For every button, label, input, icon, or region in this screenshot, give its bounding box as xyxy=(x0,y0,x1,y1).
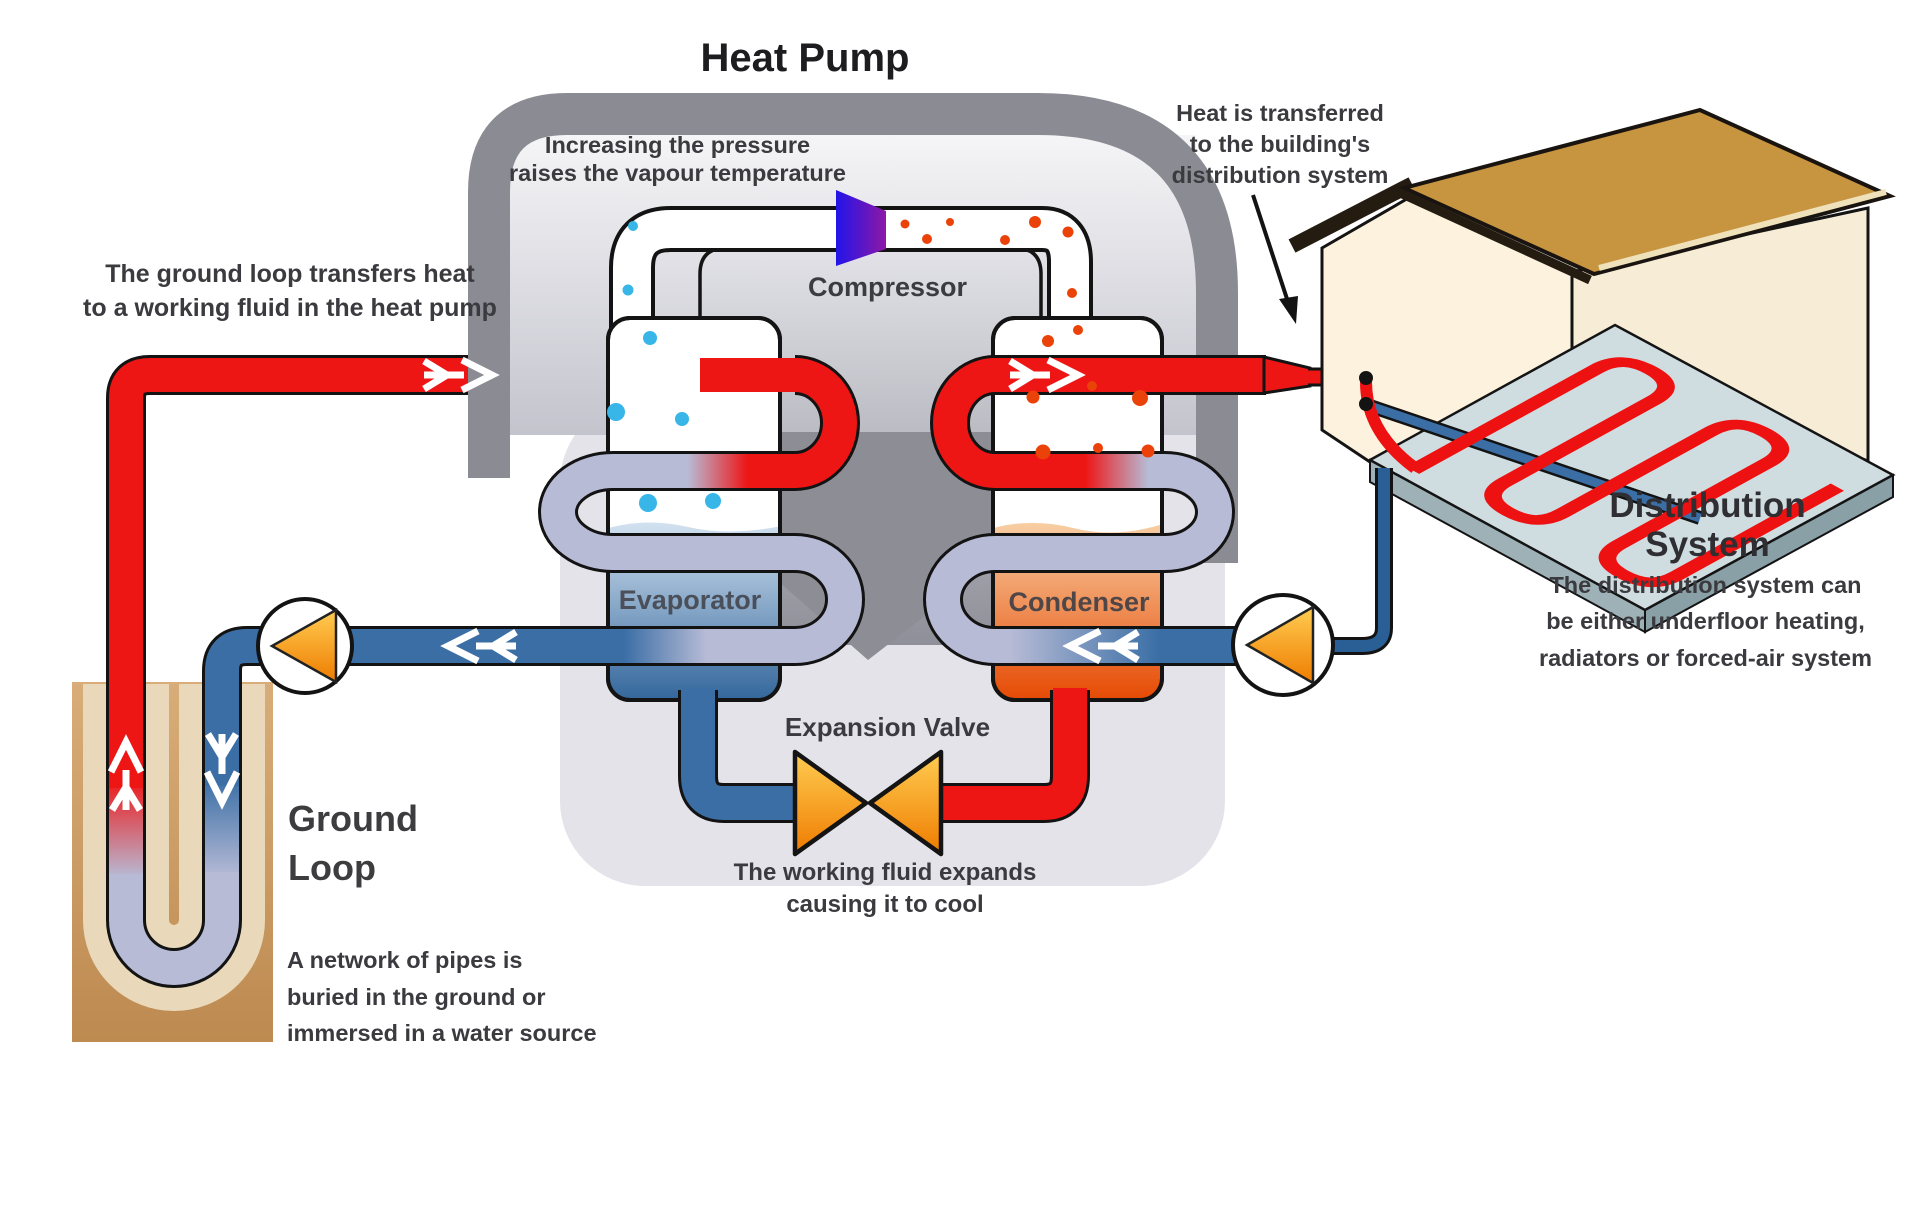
hot-vapour-droplets xyxy=(900,216,1155,460)
house-roof xyxy=(1398,107,1896,277)
evaporator-coil xyxy=(538,355,865,666)
return-connection-dot xyxy=(1359,397,1373,411)
roof-fascia xyxy=(1598,189,1887,271)
ground-loop-label: Ground Loop xyxy=(288,798,418,888)
expansion-valve-label: Expansion Valve xyxy=(784,712,991,742)
ground-pump-icon xyxy=(256,597,354,695)
floor-slab xyxy=(1367,323,1896,612)
house-return-pipe xyxy=(1330,468,1393,655)
evaporator-label: Evaporator xyxy=(618,585,762,615)
pressure-note: Increasing the pressure raises the vapou… xyxy=(509,132,846,186)
refrigerant-pipe xyxy=(609,206,1093,335)
expansion-note: The working fluid expands causing it to … xyxy=(733,859,1037,919)
ground-loop-pipe xyxy=(106,355,800,988)
compressor-icon xyxy=(836,190,886,266)
supply-connection-dot xyxy=(1359,371,1373,385)
annotation-arrow xyxy=(1251,194,1298,324)
ground-pipes-note: A network of pipes is buried in the grou… xyxy=(287,947,597,1047)
roof-bargeboard xyxy=(1288,177,1416,253)
expansion-valve-icon xyxy=(792,749,944,857)
expansion-pipes xyxy=(678,688,1090,823)
condenser-label: Condenser xyxy=(1008,587,1150,617)
compressor-label: Compressor xyxy=(807,272,968,302)
ground-transfer-note: The ground loop transfers heat to a work… xyxy=(83,260,497,322)
diagram-title: Heat Pump xyxy=(700,36,910,80)
vapour-bubbles xyxy=(607,221,721,512)
distribution-pump-icon xyxy=(1231,593,1335,697)
distribution-label: Distribution System xyxy=(1609,486,1806,564)
heat-pump-enclosure xyxy=(468,93,1238,563)
house-icon xyxy=(1288,107,1896,634)
heat-transfer-note: Heat is transferred to the building's di… xyxy=(1171,100,1389,189)
underfloor-coil xyxy=(1405,357,1844,588)
distribution-note: The distribution system can be either un… xyxy=(1538,572,1873,671)
ground-block xyxy=(72,682,273,1042)
